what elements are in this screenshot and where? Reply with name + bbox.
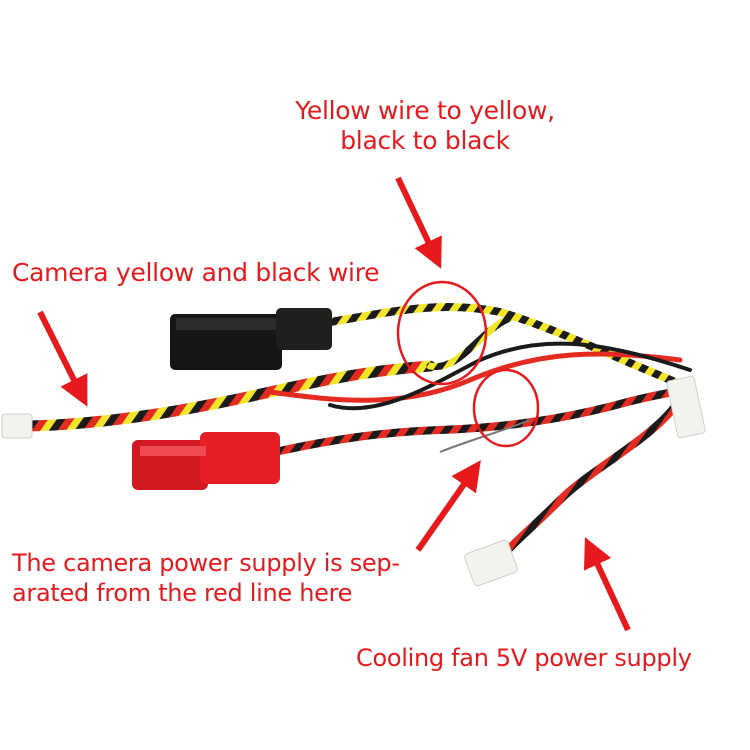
yellow-black-wire xyxy=(326,302,694,392)
label-camera-power-line2: arated from the red line here xyxy=(12,579,353,607)
white-connector-fan xyxy=(464,539,518,587)
label-camera-power-line1: The camera power supply is sep- xyxy=(12,549,400,577)
arrow-cooling-fan xyxy=(583,537,631,632)
arrow-power-split xyxy=(415,460,481,552)
arrow-yellow-wire xyxy=(395,176,442,269)
annotation-circle-power-split xyxy=(472,368,540,448)
white-connector-left xyxy=(1,413,33,439)
cooling-fan-wire xyxy=(496,401,680,564)
red-wire-loop xyxy=(267,351,683,403)
label-yellow-wire: Yellow wire to yellow, black to black xyxy=(265,96,585,156)
label-cooling-fan-text: Cooling fan 5V power supply xyxy=(356,644,692,672)
label-yellow-wire-line1: Yellow wire to yellow, xyxy=(295,96,555,125)
label-camera-wire-text: Camera yellow and black wire xyxy=(12,258,380,287)
annotation-circle-yellow-black xyxy=(396,280,488,386)
white-connector-right xyxy=(666,375,706,439)
camera-twisted-cable xyxy=(22,360,436,432)
red-connector xyxy=(132,432,280,490)
arrow-camera-wire xyxy=(37,310,88,407)
label-cooling-fan: Cooling fan 5V power supply xyxy=(356,643,692,673)
black-connector xyxy=(170,308,332,370)
label-camera-wire: Camera yellow and black wire xyxy=(12,258,380,288)
yellow-black-wire-crossing xyxy=(426,314,514,370)
red-connector-wire xyxy=(271,386,694,456)
label-yellow-wire-line2: black to black xyxy=(340,126,510,155)
label-camera-power: The camera power supply is sep- arated f… xyxy=(12,548,400,608)
